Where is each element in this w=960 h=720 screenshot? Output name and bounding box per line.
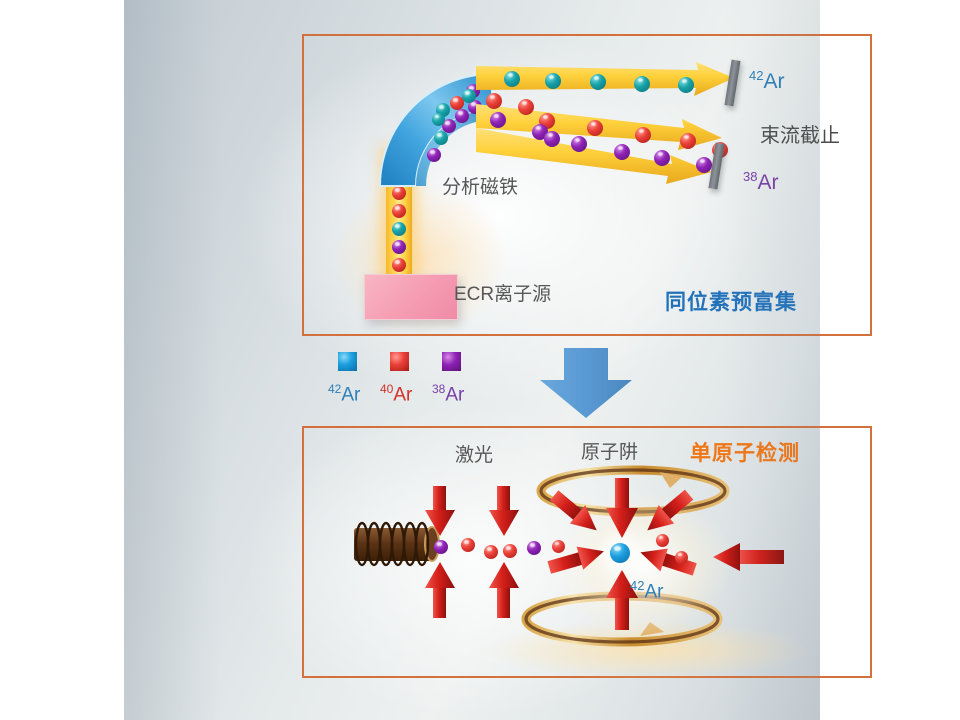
ion-sphere-38ar xyxy=(654,150,670,166)
atom-sphere-40ar xyxy=(656,534,669,547)
label-single-atom-detection: 单原子检测 xyxy=(690,442,800,465)
label-trapped-isotope-42ar: 42Ar xyxy=(630,578,663,603)
ion-sphere xyxy=(392,204,406,218)
ion-sphere-38ar xyxy=(544,131,560,147)
ion-sphere xyxy=(392,222,406,236)
beam-arrow-38ar xyxy=(476,128,718,188)
label-isotope-pre-enrichment: 同位素预富集 xyxy=(665,291,797,314)
atom-sphere-40ar xyxy=(484,545,498,559)
laser-arrow-bottom xyxy=(605,568,639,630)
isotope-element-ar: Ar xyxy=(763,70,785,93)
ion-sphere xyxy=(462,89,476,103)
ion-sphere xyxy=(392,258,406,272)
trapped-isotope-mass: 42 xyxy=(630,578,645,593)
atom-sphere-40ar xyxy=(675,551,688,564)
ion-sphere-40ar xyxy=(518,99,534,115)
ion-sphere-42ar xyxy=(634,76,650,92)
panel-isotope-pre-enrichment xyxy=(302,34,872,336)
trapped-atom-42ar xyxy=(610,543,630,563)
legend-sphere-42ar xyxy=(338,352,357,371)
ion-sphere-40ar xyxy=(486,93,502,109)
label-ecr-ion-source: ECR离子源 xyxy=(454,284,552,305)
ion-sphere xyxy=(442,119,456,133)
laser-arrow-far-right xyxy=(712,542,784,572)
flow-arrow-down xyxy=(536,348,636,420)
cooling-arrow-down-right xyxy=(488,486,520,538)
legend-mass-38: 38 xyxy=(432,382,446,396)
atom-sphere-38ar xyxy=(434,540,448,554)
isotope-mass-42: 42 xyxy=(749,68,764,83)
legend-mass-42: 42 xyxy=(328,382,342,396)
ion-sphere-40ar xyxy=(587,120,603,136)
ion-sphere xyxy=(434,131,448,145)
cooling-arrow-up-right xyxy=(488,560,520,618)
diagram-artboard: 分析磁铁 ECR离子源 束流截止 同位素预富集 42Ar 38Ar 42Ar 4… xyxy=(124,0,872,720)
ion-sphere-40ar xyxy=(680,133,696,149)
ion-sphere-42ar xyxy=(504,71,520,87)
legend-sphere-40ar xyxy=(390,352,409,371)
laser-arrow-lower-left xyxy=(546,539,609,580)
laser-arrow-top xyxy=(605,478,639,540)
ecr-ion-source-box xyxy=(364,274,458,320)
ion-sphere xyxy=(432,113,445,126)
isotope-legend: 42Ar 40Ar 38Ar xyxy=(324,352,504,412)
legend-label-38ar: 38Ar xyxy=(432,382,464,406)
label-isotope-38ar-top: 38Ar xyxy=(743,169,778,195)
label-laser: 激光 xyxy=(455,445,494,466)
legend-element-ar: Ar xyxy=(445,384,465,406)
legend-element-ar: Ar xyxy=(341,384,361,406)
ion-sphere-38ar xyxy=(614,144,630,160)
label-isotope-42ar-top: 42Ar xyxy=(749,68,784,94)
ion-sphere-38ar xyxy=(490,112,506,128)
ion-sphere xyxy=(427,148,441,162)
isotope-element-ar: Ar xyxy=(757,171,779,194)
ion-sphere-42ar xyxy=(678,77,694,93)
atom-sphere-38ar xyxy=(527,541,541,555)
ion-sphere-38ar xyxy=(571,136,587,152)
ion-sphere xyxy=(392,186,406,200)
label-atom-trap: 原子阱 xyxy=(581,442,639,463)
ion-sphere-38ar xyxy=(696,157,712,173)
ion-sphere-42ar xyxy=(545,73,561,89)
laser-arrow-upper-left xyxy=(546,485,606,541)
legend-element-ar: Ar xyxy=(393,384,413,406)
legend-label-42ar: 42Ar xyxy=(328,382,360,406)
cooling-arrow-up-left xyxy=(424,560,456,618)
atom-sphere-40ar xyxy=(461,538,475,552)
ion-sphere xyxy=(450,96,464,110)
ion-sphere xyxy=(455,109,469,123)
legend-sphere-38ar xyxy=(442,352,461,371)
cooling-arrow-down-left xyxy=(424,486,456,538)
atomic-beam-source-coil xyxy=(350,520,440,568)
label-beam-cutoff: 束流截止 xyxy=(760,125,840,147)
trapped-isotope-element: Ar xyxy=(644,581,664,603)
legend-mass-40: 40 xyxy=(380,382,394,396)
ion-sphere xyxy=(392,240,406,254)
laser-arrow-lower-right xyxy=(635,540,698,583)
laser-arrow-upper-right xyxy=(638,485,698,541)
ion-sphere-42ar xyxy=(590,74,606,90)
atom-sphere-40ar xyxy=(503,544,517,558)
ion-sphere-40ar xyxy=(635,127,651,143)
atom-sphere-40ar xyxy=(552,540,565,553)
legend-label-40ar: 40Ar xyxy=(380,382,412,406)
label-analysing-magnet: 分析磁铁 xyxy=(442,177,519,198)
isotope-mass-38: 38 xyxy=(743,169,758,184)
